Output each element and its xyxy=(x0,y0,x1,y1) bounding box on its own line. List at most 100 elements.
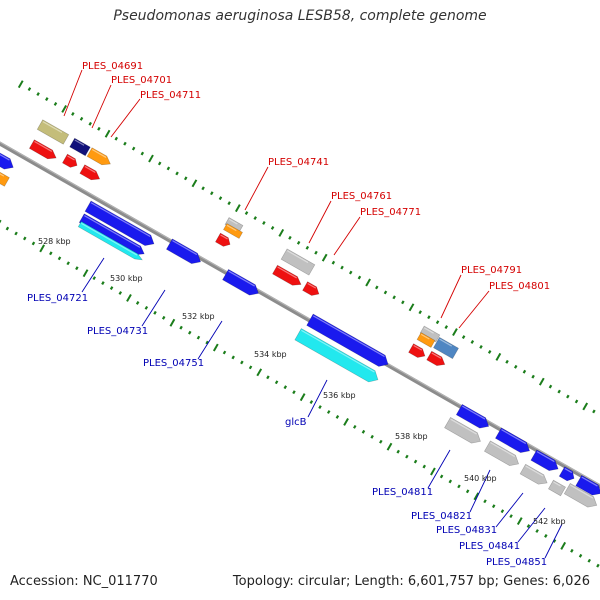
tick-mark xyxy=(270,226,275,230)
gene-arrow[interactable] xyxy=(302,281,322,299)
accession-text: Accession: NC_011770 xyxy=(10,574,158,589)
tick-mark xyxy=(153,310,157,315)
tick-mark xyxy=(305,245,310,250)
tick-mark xyxy=(574,399,579,404)
tick-mark xyxy=(283,385,288,390)
gene-arrow[interactable] xyxy=(444,416,484,446)
gene-arrow[interactable] xyxy=(575,474,600,498)
tick-mark xyxy=(79,116,84,121)
tick-mark xyxy=(439,474,444,479)
gene-label-top[interactable]: PLES_04711 xyxy=(140,90,201,101)
gene-arrow[interactable] xyxy=(36,119,70,145)
tick-mark xyxy=(309,400,314,405)
tick-mark xyxy=(183,176,188,181)
gene-label-bottom[interactable]: PLES_04841 xyxy=(459,541,520,552)
gene-arrow[interactable] xyxy=(79,164,102,184)
gene-label-bottom[interactable]: PLES_04831 xyxy=(436,525,497,536)
tick-mark xyxy=(45,97,49,101)
gene-arrow[interactable] xyxy=(77,221,144,263)
gene-arrow[interactable] xyxy=(426,350,448,369)
gene-label-top[interactable]: PLES_04791 xyxy=(461,265,522,276)
tick-mark xyxy=(218,196,223,201)
gene-label-top[interactable]: PLES_04741 xyxy=(268,157,329,168)
gene-arrow[interactable] xyxy=(294,328,381,386)
tick-mark xyxy=(340,265,344,270)
tick-mark xyxy=(560,541,567,550)
gene-arrow[interactable] xyxy=(519,463,550,487)
kbp-label: 530 kbp xyxy=(110,274,143,283)
gene-arrow[interactable] xyxy=(558,466,577,483)
tick-mark xyxy=(27,87,32,92)
tick-mark xyxy=(140,151,145,156)
tick-mark xyxy=(343,417,349,426)
gene-label-top[interactable]: PLES_04771 xyxy=(360,207,421,218)
gene-arrow[interactable] xyxy=(215,232,232,249)
gene-arrow[interactable] xyxy=(84,200,157,249)
gene-arrow[interactable] xyxy=(69,137,91,157)
gene-label-bottom[interactable]: glcB xyxy=(285,417,307,428)
connector-line xyxy=(110,98,141,138)
gene-arrow[interactable] xyxy=(483,440,521,469)
tick-mark xyxy=(470,340,475,344)
tick-mark xyxy=(461,335,466,339)
connector-line xyxy=(469,469,491,513)
tick-mark xyxy=(557,389,561,394)
tick-mark xyxy=(17,80,24,89)
tick-mark xyxy=(413,459,418,464)
gene-label-bottom[interactable]: PLES_04751 xyxy=(143,358,204,369)
tick-mark xyxy=(201,186,205,191)
kbp-label: 538 kbp xyxy=(395,432,428,441)
tick-mark xyxy=(375,285,379,290)
gene-arrow[interactable] xyxy=(530,449,561,474)
gene-arrow[interactable] xyxy=(455,403,491,431)
tick-mark xyxy=(244,211,249,216)
genome-summary: Topology: circular; Length: 6,601,757 bp… xyxy=(232,574,590,589)
gene-label-bottom[interactable]: PLES_04811 xyxy=(372,487,433,498)
gene-arrow[interactable] xyxy=(416,332,436,348)
gene-arrow[interactable] xyxy=(419,325,441,343)
gene-label-bottom[interactable]: PLES_04731 xyxy=(87,326,148,337)
gene-arrow[interactable] xyxy=(563,482,599,510)
tick-mark xyxy=(526,524,531,528)
tick-mark xyxy=(227,201,231,206)
gene-arrow[interactable] xyxy=(165,238,203,267)
gene-arrow[interactable] xyxy=(280,248,316,276)
gene-arrow[interactable] xyxy=(28,139,58,163)
gene-arrow[interactable] xyxy=(494,427,532,456)
tick-mark xyxy=(379,439,383,444)
gene-label-top[interactable]: PLES_04761 xyxy=(331,191,392,202)
gene-arrow[interactable] xyxy=(223,223,243,239)
tick-mark xyxy=(544,534,548,538)
gene-arrow[interactable] xyxy=(0,169,10,187)
gene-label-top[interactable]: PLES_04701 xyxy=(111,75,172,86)
tick-mark xyxy=(61,104,68,113)
tick-mark xyxy=(401,300,405,305)
tick-mark xyxy=(97,126,101,131)
tick-mark xyxy=(14,231,18,236)
gene-label-top[interactable]: PLES_04801 xyxy=(489,281,550,292)
gene-arrow[interactable] xyxy=(433,336,459,360)
tick-mark xyxy=(535,529,539,533)
gene-label-top[interactable]: PLES_04691 xyxy=(82,61,143,72)
gene-label-bottom[interactable]: PLES_04821 xyxy=(411,511,472,522)
tick-mark xyxy=(166,166,171,171)
gene-arrow[interactable] xyxy=(272,264,303,289)
connector-line xyxy=(333,216,361,256)
gene-arrow[interactable] xyxy=(222,268,262,298)
tick-mark xyxy=(248,365,253,370)
tick-mark xyxy=(118,291,123,295)
gene-label-bottom[interactable]: PLES_04851 xyxy=(486,557,547,568)
tick-mark xyxy=(299,393,306,402)
tick-mark xyxy=(148,154,154,163)
gene-arrow[interactable] xyxy=(408,343,428,361)
tick-mark xyxy=(430,467,436,476)
tick-mark xyxy=(500,509,505,514)
gene-label-bottom[interactable]: PLES_04721 xyxy=(27,293,88,304)
gene-arrow[interactable] xyxy=(78,213,146,258)
gene-arrow[interactable] xyxy=(62,153,79,170)
gene-arrow[interactable] xyxy=(0,148,16,172)
gene-arrow[interactable] xyxy=(86,147,113,169)
gene-arrow[interactable] xyxy=(548,479,566,497)
gene-arrow[interactable] xyxy=(306,313,392,370)
tick-mark xyxy=(566,394,570,399)
